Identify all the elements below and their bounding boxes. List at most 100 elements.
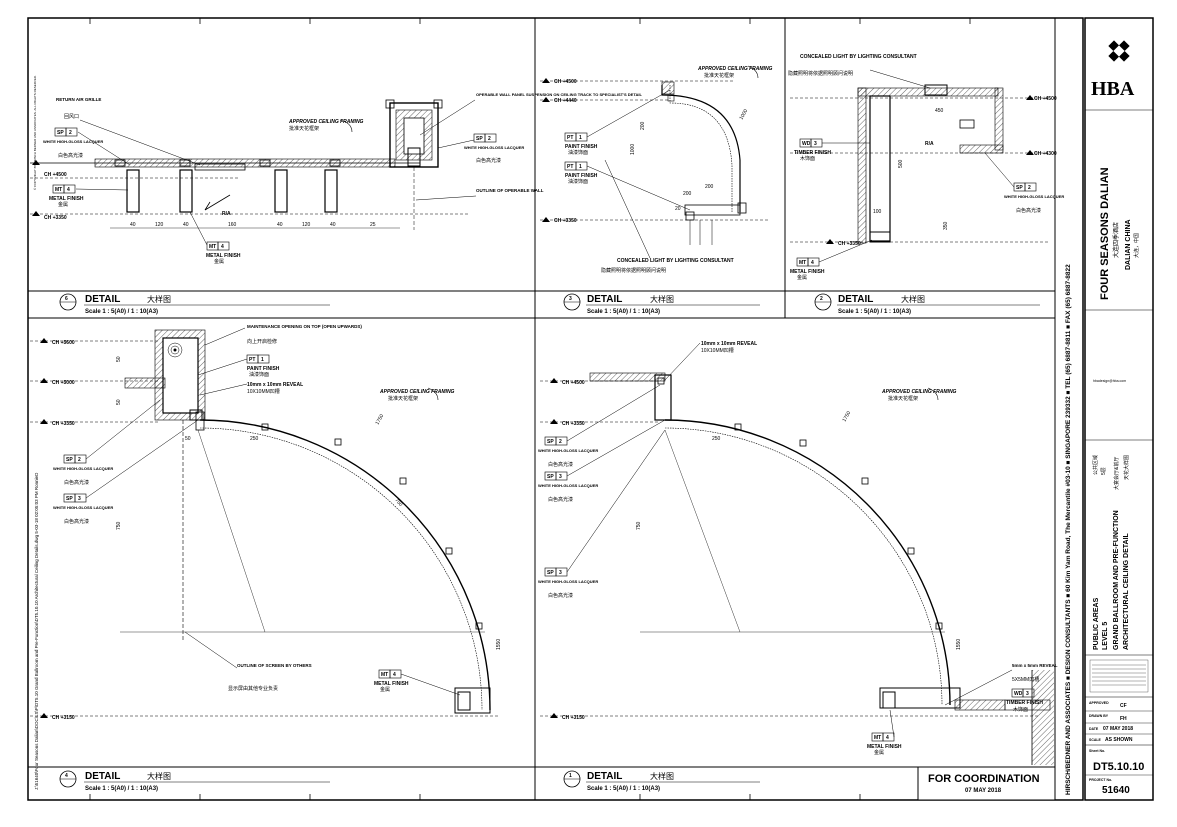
- svg-text:200: 200: [705, 184, 714, 190]
- svg-text:CH +3150: CH +3150: [562, 715, 585, 721]
- svg-text:CH +4440: CH +4440: [554, 98, 577, 104]
- svg-text:1750: 1750: [842, 410, 853, 423]
- svg-text:40: 40: [277, 222, 283, 228]
- svg-text:WHITE HIGH-GLOSS LACQUER: WHITE HIGH-GLOSS LACQUER: [538, 483, 598, 488]
- ch-label: CH +4500: [44, 172, 67, 178]
- svg-text:FH: FH: [1120, 716, 1127, 722]
- svg-text:Scale 1 : 5(A0) / 1 : 10(A3): Scale 1 : 5(A0) / 1 : 10(A3): [85, 309, 158, 315]
- svg-text:MT: MT: [874, 735, 881, 741]
- svg-text:CH +3350: CH +3350: [554, 218, 577, 224]
- svg-text:隐藏照明将依据照明顾问说明: 隐藏照明将依据照明顾问说明: [788, 70, 853, 77]
- svg-text:METAL FINISH: METAL FINISH: [49, 196, 84, 202]
- svg-text:160: 160: [228, 222, 237, 228]
- detail-6: CH +4500 CH +3350 R/A 40 120 40 160 40 1…: [30, 92, 642, 265]
- project-location: DALIAN CHINA: [1125, 219, 1132, 270]
- svg-text:CH +5000: CH +5000: [52, 380, 75, 386]
- file-path: J:\51640\Four Seasons Dalian\DOC\LS\P\DT…: [34, 472, 39, 790]
- svg-text:批准天花框架: 批准天花框架: [388, 395, 418, 402]
- sheet-number: DT5.10.10: [1093, 761, 1144, 773]
- svg-text:大样图: 大样图: [147, 294, 171, 304]
- detail-4: CH +5600 CH +5000 CH +3350 CH +3150 250 …: [30, 324, 502, 721]
- svg-text:TIMBER FINISH: TIMBER FINISH: [794, 150, 831, 156]
- svg-text:CH +4500: CH +4500: [1034, 96, 1057, 102]
- drawing-scale: AS SHOWN: [1105, 737, 1133, 743]
- svg-text:隐藏照明将依据照明顾问说明: 隐藏照明将依据照明顾问说明: [601, 267, 666, 274]
- svg-text:大样图: 大样图: [901, 294, 925, 304]
- svg-text:120: 120: [302, 222, 311, 228]
- svg-text:750: 750: [116, 521, 122, 530]
- svg-text:METAL FINISH: METAL FINISH: [374, 681, 409, 687]
- svg-text:大样图: 大样图: [650, 771, 674, 781]
- svg-text:OUTLINE OF SCREEN BY OTHERS: OUTLINE OF SCREEN BY OTHERS: [237, 663, 312, 668]
- svg-text:木饰面: 木饰面: [800, 155, 815, 162]
- project-number: 51640: [1102, 785, 1130, 796]
- svg-text:PT: PT: [249, 357, 255, 363]
- svg-text:LEVEL 5: LEVEL 5: [1102, 622, 1109, 650]
- svg-text:油漆饰面: 油漆饰面: [568, 178, 588, 185]
- svg-text:DETAIL: DETAIL: [85, 294, 120, 305]
- svg-text:4: 4: [65, 773, 68, 779]
- svg-text:SP: SP: [57, 130, 64, 136]
- svg-text:50: 50: [116, 356, 122, 362]
- svg-text:金属: 金属: [797, 274, 807, 281]
- svg-text:DETAIL: DETAIL: [587, 771, 622, 782]
- svg-text:1550: 1550: [956, 639, 962, 650]
- svg-text:750: 750: [636, 521, 642, 530]
- svg-text:白色高光漆: 白色高光漆: [476, 157, 501, 164]
- svg-text:CH +3350: CH +3350: [562, 421, 585, 427]
- svg-text:50: 50: [185, 436, 191, 442]
- svg-text:CONCEALED LIGHT BY LIGHTING CO: CONCEALED LIGHT BY LIGHTING CONSULTANT: [617, 258, 734, 264]
- svg-text:白色高光漆: 白色高光漆: [548, 592, 573, 599]
- svg-text:2: 2: [78, 457, 81, 463]
- svg-text:APPROVED CEILING FRAMING: APPROVED CEILING FRAMING: [379, 389, 455, 395]
- svg-text:4: 4: [67, 187, 70, 193]
- svg-text:白色高光漆: 白色高光漆: [58, 152, 83, 159]
- svg-text:3: 3: [559, 474, 562, 480]
- svg-text:200: 200: [683, 191, 692, 197]
- svg-text:1: 1: [579, 164, 582, 170]
- firm-email: hbadesign@hba.com: [1093, 379, 1126, 383]
- svg-text:500: 500: [898, 159, 904, 168]
- svg-text:10mm x 10mm REVEAL: 10mm x 10mm REVEAL: [701, 341, 757, 347]
- svg-text:天花大样图: 天花大样图: [1123, 455, 1130, 480]
- svg-text:2: 2: [559, 439, 562, 445]
- svg-text:金属: 金属: [214, 258, 224, 265]
- svg-text:WHITE HIGH-GLOSS LACQUER: WHITE HIGH-GLOSS LACQUER: [464, 145, 524, 150]
- svg-text:Scale 1 : 5(A0) / 1 : 10(A3): Scale 1 : 5(A0) / 1 : 10(A3): [587, 309, 660, 315]
- svg-text:100: 100: [873, 209, 882, 215]
- svg-text:CH +5600: CH +5600: [52, 340, 75, 346]
- svg-text:5mm x 5mm REVEAL: 5mm x 5mm REVEAL: [1012, 663, 1058, 668]
- svg-text:Scale 1 : 5(A0) / 1 : 10(A3): Scale 1 : 5(A0) / 1 : 10(A3): [85, 786, 158, 792]
- detail-3: CH +4500 CH +4440 CH +3350 200 200 20 20…: [540, 65, 773, 274]
- svg-text:SP: SP: [1016, 185, 1023, 191]
- svg-text:1: 1: [579, 135, 582, 141]
- svg-text:3: 3: [559, 570, 562, 576]
- drawing-title: ARCHITECTURAL CEILING DETAIL: [1123, 532, 1130, 650]
- svg-text:2: 2: [1028, 185, 1031, 191]
- svg-text:SP: SP: [476, 136, 483, 142]
- material-label: WHITE HIGH-GLOSS LACQUER: [43, 139, 103, 144]
- svg-text:450: 450: [935, 108, 944, 114]
- svg-text:DETAIL: DETAIL: [838, 294, 873, 305]
- svg-text:CH +4300: CH +4300: [1034, 151, 1057, 157]
- svg-text:MT: MT: [209, 244, 216, 250]
- svg-text:10X10MM凹槽: 10X10MM凹槽: [701, 347, 734, 354]
- svg-text:1000: 1000: [630, 144, 636, 155]
- svg-text:CH +3350: CH +3350: [838, 241, 861, 247]
- svg-text:WHITE HIGH-GLOSS LACQUER: WHITE HIGH-GLOSS LACQUER: [538, 579, 598, 584]
- svg-text:350: 350: [943, 221, 949, 230]
- svg-text:PT: PT: [567, 164, 573, 170]
- svg-text:SP: SP: [66, 496, 73, 502]
- svg-text:大样图: 大样图: [147, 771, 171, 781]
- svg-text:油漆饰面: 油漆饰面: [249, 371, 269, 378]
- svg-text:大宴会厅&前厅: 大宴会厅&前厅: [1113, 457, 1120, 490]
- svg-text:1550: 1550: [496, 639, 502, 650]
- svg-text:1750: 1750: [375, 413, 386, 426]
- svg-text:10X10MM凹槽: 10X10MM凹槽: [247, 388, 280, 395]
- project-name: FOUR SEASONS DALIAN: [1099, 167, 1111, 300]
- hba-logo-icon: [1108, 40, 1130, 62]
- svg-text:CH +3150: CH +3150: [52, 715, 75, 721]
- svg-text:Scale 1 : 5(A0) / 1 : 10(A3): Scale 1 : 5(A0) / 1 : 10(A3): [587, 786, 660, 792]
- svg-text:3: 3: [1026, 691, 1029, 697]
